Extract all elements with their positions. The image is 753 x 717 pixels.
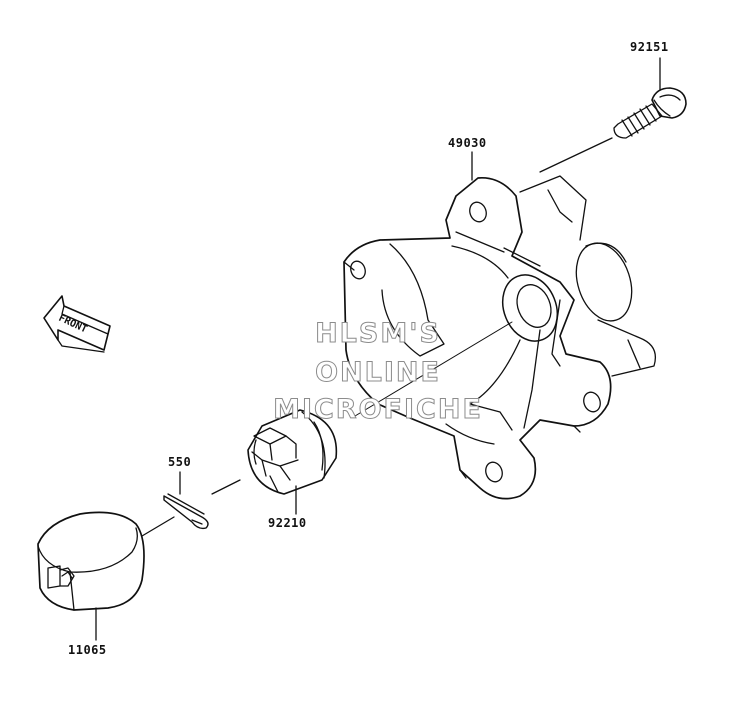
hub-49030 (343, 175, 657, 500)
cap-11065 (37, 511, 145, 611)
leader-lines (95, 57, 661, 641)
part-number-label-cotter-pin[interactable]: 550 (168, 455, 192, 469)
cotter-pin-550 (163, 493, 209, 530)
axis-line-hub (354, 321, 513, 417)
castle-nut-92210 (247, 409, 338, 495)
part-number-label-hub[interactable]: 49030 (448, 136, 487, 150)
axis-line-bolt (539, 137, 613, 173)
front-direction-arrow (43, 295, 111, 353)
cap-logo-emblem (47, 565, 75, 589)
watermark-line-2: ONLINE (315, 357, 441, 389)
part-number-label-castle-nut[interactable]: 92210 (268, 516, 307, 530)
axis-line-cap (141, 516, 175, 537)
part-number-label-cap[interactable]: 11065 (68, 643, 107, 657)
bolt-92151 (613, 87, 687, 139)
watermark-line-1: HLSM'S (315, 318, 441, 350)
assembly-axis-lines (141, 137, 613, 537)
part-number-label-bolt[interactable]: 92151 (630, 40, 669, 54)
axis-line-nut (211, 479, 241, 495)
watermark-line-3: MICROFICHE (273, 394, 483, 426)
